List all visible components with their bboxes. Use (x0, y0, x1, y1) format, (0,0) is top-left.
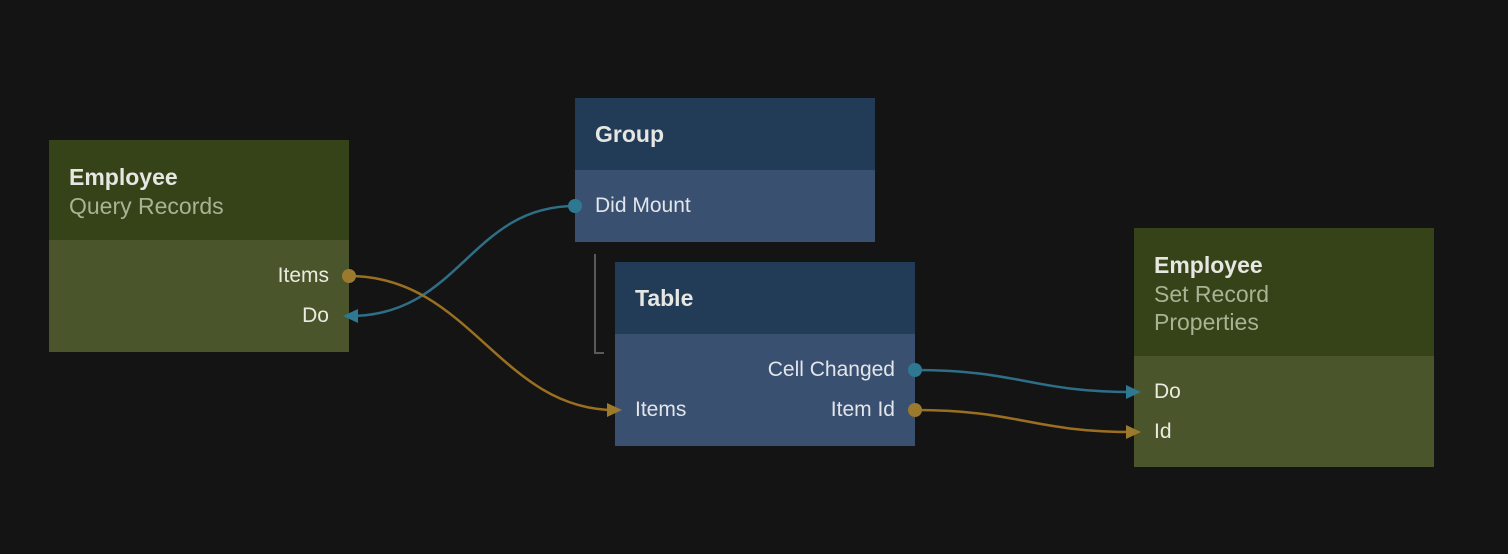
wire-did-mount-to-do[interactable] (349, 204, 576, 318)
node-title: Table (635, 285, 694, 311)
port-label-do: Do (1154, 380, 1181, 403)
node-ports: Items Do (49, 240, 349, 352)
port-label-id: Id (1154, 420, 1172, 443)
node-ports: Cell Changed Items Item Id (615, 334, 915, 446)
port-label-do: Do (302, 304, 329, 327)
node-ports: Did Mount (575, 170, 875, 242)
node-subtitle-line-2: Properties (1154, 309, 1259, 335)
node-title: Employee (1154, 252, 1263, 278)
node-title: Group (595, 121, 664, 147)
node-header[interactable]: Table (615, 262, 915, 334)
node-employee-set-record-properties[interactable]: Employee Set Record Properties Do Id (1134, 228, 1434, 467)
child-hierarchy-bracket (594, 254, 604, 354)
port-label-items: Items (277, 264, 329, 287)
node-employee-query-records[interactable]: Employee Query Records Items Do (49, 140, 349, 352)
node-subtitle-line-1: Set Record (1154, 281, 1270, 307)
port-label-items: Items (635, 398, 687, 421)
port-label-item-id: Item Id (830, 398, 895, 421)
node-ports: Do Id (1134, 356, 1434, 467)
wire-item-id-to-id[interactable] (914, 408, 1135, 434)
node-title: Employee (69, 164, 178, 190)
node-group[interactable]: Group Did Mount (575, 98, 875, 242)
node-header[interactable]: Group (575, 98, 875, 170)
node-header[interactable]: Employee Query Records (49, 140, 349, 240)
node-header[interactable]: Employee Set Record Properties (1134, 228, 1434, 356)
wire-items-to-items[interactable] (348, 274, 616, 412)
port-label-did-mount: Did Mount (595, 194, 691, 217)
wire-cell-changed-to-do[interactable] (914, 368, 1135, 394)
port-label-cell-changed: Cell Changed (767, 358, 895, 381)
node-subtitle: Query Records (69, 193, 224, 219)
node-table[interactable]: Table Cell Changed Items Item Id (615, 262, 915, 446)
